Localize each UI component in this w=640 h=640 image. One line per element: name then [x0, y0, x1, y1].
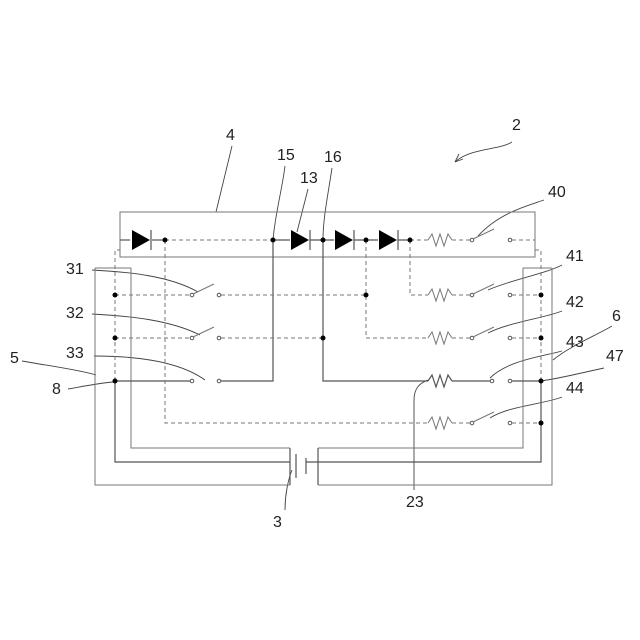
resistor-23	[428, 375, 452, 387]
leader-8	[68, 382, 113, 389]
label-8: 8	[52, 381, 61, 398]
label-44: 44	[566, 380, 584, 397]
resistor-40	[428, 234, 452, 246]
leader-44	[490, 397, 562, 418]
label-41: 41	[566, 248, 584, 265]
junction-dot	[539, 421, 544, 426]
leader-2	[455, 142, 512, 162]
leader-33	[94, 356, 205, 380]
junction-dot-15	[271, 238, 276, 243]
resistor-44	[428, 417, 452, 429]
label-31: 31	[66, 261, 84, 278]
label-3: 3	[273, 514, 282, 531]
right-bus-dashed	[535, 250, 541, 381]
label-2: 2	[512, 117, 521, 134]
label-42: 42	[566, 294, 584, 311]
leader-23	[414, 380, 428, 490]
switch-32	[190, 327, 221, 340]
negative-bus-line	[115, 381, 290, 462]
housing-5-outer	[95, 268, 290, 485]
leader-41	[488, 265, 562, 290]
junction-dot	[321, 336, 326, 341]
switch-33	[190, 379, 221, 383]
diode-13	[291, 230, 310, 250]
battery-3-right-plate	[306, 448, 318, 485]
junction-dot	[364, 238, 369, 243]
label-33: 33	[66, 345, 84, 362]
positive-bus-line	[306, 381, 541, 462]
junction-dot	[113, 336, 118, 341]
label-47: 47	[606, 348, 624, 365]
leader-13	[297, 189, 308, 232]
battery-3-left-plate	[290, 448, 296, 485]
junction-dot	[364, 293, 369, 298]
leader-3	[285, 470, 292, 510]
switch-42	[470, 327, 512, 340]
leader-15	[273, 166, 285, 240]
switch-41	[470, 284, 512, 297]
leader-32	[92, 314, 200, 335]
junction-dot-47	[539, 379, 544, 384]
dashed-41-path	[410, 240, 428, 295]
leader-43	[490, 351, 562, 378]
junction-dot	[408, 238, 413, 243]
leader-4	[216, 146, 232, 212]
junction-dot-8	[113, 379, 118, 384]
resistor-42	[428, 332, 452, 344]
label-16: 16	[324, 149, 342, 166]
label-5: 5	[10, 350, 19, 367]
switch-44	[470, 412, 512, 425]
resistor-41	[428, 289, 452, 301]
junction-dot-16	[321, 238, 326, 243]
junction-dot	[113, 293, 118, 298]
label-32: 32	[66, 305, 84, 322]
line-15	[221, 240, 273, 381]
leader-5	[22, 361, 96, 375]
label-23: 23	[406, 494, 424, 511]
diode-3	[379, 230, 398, 250]
label-4: 4	[226, 127, 235, 144]
diode-2	[335, 230, 354, 250]
module-4-box	[120, 212, 535, 257]
label-6: 6	[612, 308, 621, 325]
junction-dot	[163, 238, 168, 243]
junction-dot	[539, 336, 544, 341]
label-43: 43	[566, 334, 584, 351]
leader-16	[323, 168, 332, 240]
leader-40	[478, 200, 544, 236]
switch-43	[490, 379, 512, 383]
housing-6-outer	[318, 268, 552, 485]
label-15: 15	[277, 147, 295, 164]
switch-40	[470, 229, 512, 242]
dashed-42-path	[366, 240, 428, 338]
leader-42	[488, 311, 562, 333]
diode-1	[132, 230, 151, 250]
junction-dot	[539, 293, 544, 298]
line-16	[323, 240, 428, 381]
label-13: 13	[300, 170, 318, 187]
leader-31	[92, 270, 198, 292]
label-40: 40	[548, 184, 566, 201]
